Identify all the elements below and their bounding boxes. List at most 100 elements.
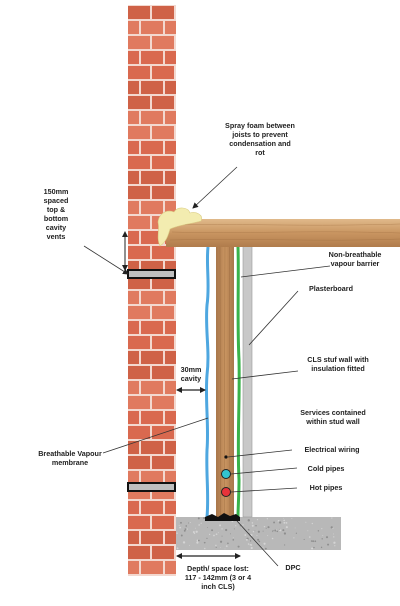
brick <box>165 381 176 394</box>
spray-foam-label: Spray foam between joists to prevent con… <box>225 121 295 157</box>
brick <box>165 111 176 124</box>
brick <box>141 171 163 184</box>
brick-wall <box>128 5 176 576</box>
brick <box>141 351 163 364</box>
brick <box>152 546 174 559</box>
brick <box>128 381 139 394</box>
brick <box>141 21 163 34</box>
brick <box>128 186 150 199</box>
dpc <box>205 513 240 521</box>
brick <box>141 141 163 154</box>
brick <box>152 516 174 529</box>
dpc-label: DPC <box>285 563 301 572</box>
brick <box>128 516 150 529</box>
brick <box>165 201 176 214</box>
cold-pipes-label: Cold pipes <box>307 464 345 473</box>
brick <box>128 156 150 169</box>
brick <box>141 321 163 334</box>
brick <box>141 381 163 394</box>
brick <box>141 291 163 304</box>
plasterboard <box>242 244 253 518</box>
breathable-membrane-leader <box>102 417 209 454</box>
brick <box>128 171 139 184</box>
cavity-label: 30mm cavity <box>180 365 202 383</box>
brick <box>128 366 150 379</box>
cavity-vents-leader <box>83 245 129 275</box>
brick <box>128 126 150 139</box>
spray-foam-leader <box>192 166 238 209</box>
floor-joist <box>166 219 400 247</box>
brick <box>128 501 139 514</box>
cavity-vents-label: 150mm spaced top & bottom cavity vents <box>43 187 69 241</box>
brick <box>152 276 174 289</box>
brick <box>152 66 174 79</box>
brick <box>128 216 150 229</box>
breathable-membrane-label: Breathable Vapour membrane <box>38 449 102 467</box>
brick <box>152 396 174 409</box>
brick <box>141 561 163 574</box>
brick <box>128 546 150 559</box>
hot-pipes-leader <box>230 487 298 493</box>
brick <box>165 141 176 154</box>
brick <box>128 231 139 244</box>
brick <box>128 531 139 544</box>
brick <box>128 411 139 424</box>
brick <box>165 531 176 544</box>
electrical-leader <box>227 449 293 458</box>
brick <box>141 81 163 94</box>
brick <box>165 51 176 64</box>
brick <box>141 111 163 124</box>
top-cavity-vent <box>127 269 176 279</box>
brick <box>141 441 163 454</box>
brick <box>165 351 176 364</box>
brick <box>128 456 150 469</box>
brick <box>128 246 150 259</box>
brick <box>141 411 163 424</box>
brick <box>152 426 174 439</box>
plasterboard-label: Plasterboard <box>309 284 353 293</box>
brick <box>128 6 150 19</box>
brick <box>128 111 139 124</box>
brick <box>152 156 174 169</box>
brick <box>128 336 150 349</box>
brick <box>165 501 176 514</box>
brick <box>128 141 139 154</box>
brick <box>152 456 174 469</box>
brick <box>152 246 174 259</box>
brick <box>152 306 174 319</box>
brick <box>128 21 139 34</box>
brick <box>128 81 139 94</box>
brick <box>165 21 176 34</box>
brick <box>128 351 139 364</box>
brick <box>128 306 150 319</box>
brick <box>128 201 139 214</box>
brick <box>141 501 163 514</box>
brick <box>128 51 139 64</box>
cls-wall-label: CLS stuf wall with insulation fitted <box>307 355 369 373</box>
brick <box>165 561 176 574</box>
brick <box>152 6 174 19</box>
brick <box>128 561 139 574</box>
brick <box>128 291 139 304</box>
brick <box>128 396 150 409</box>
electrical-wiring-dot <box>224 455 228 459</box>
brick <box>165 81 176 94</box>
brick <box>141 231 163 244</box>
brick <box>152 126 174 139</box>
brick <box>141 471 163 484</box>
spray-foam <box>157 207 202 247</box>
bottom-cavity-vent <box>127 482 176 492</box>
brick <box>165 471 176 484</box>
brick <box>128 426 150 439</box>
plasterboard-leader <box>248 290 299 346</box>
dpc-leader <box>236 520 279 567</box>
brick <box>152 336 174 349</box>
cold-pipes-leader <box>230 467 298 475</box>
brick <box>128 321 139 334</box>
brick <box>152 36 174 49</box>
brick <box>128 276 150 289</box>
brick <box>152 186 174 199</box>
brick <box>165 291 176 304</box>
brick <box>128 471 139 484</box>
